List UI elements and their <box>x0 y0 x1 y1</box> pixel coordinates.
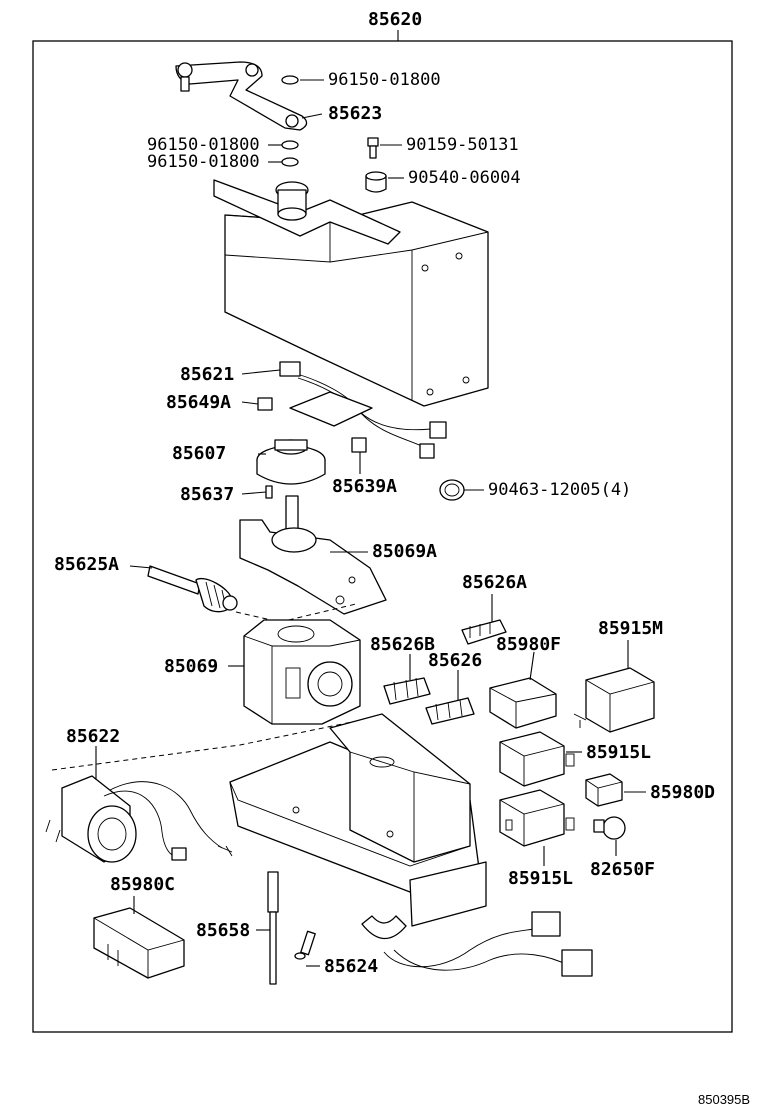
callout-label: 96150-01800 <box>147 135 260 155</box>
callout-label: 85069A <box>372 541 437 562</box>
relay-part <box>489 677 557 729</box>
callout-label: 85980D <box>650 782 715 803</box>
reference-code: 850395B <box>698 1092 750 1107</box>
connector-block-part <box>383 677 431 705</box>
callout-label: 85637 <box>180 484 234 505</box>
actuator-housing-part <box>213 179 489 407</box>
washer-part <box>281 140 299 150</box>
callout-label: 85625A <box>54 554 119 575</box>
relay-part <box>573 667 655 733</box>
washer-part <box>281 157 299 167</box>
callout-label: 85980F <box>496 634 561 655</box>
callout-label: 90159-50131 <box>406 135 519 155</box>
assembly-frame <box>32 40 733 1033</box>
callout-label: 85626B <box>370 634 435 655</box>
gear-housing-part <box>243 619 361 725</box>
callout-label: 85649A <box>166 392 231 413</box>
link-arm-part <box>175 61 308 131</box>
callout-label: 85621 <box>180 364 234 385</box>
callout-label: 96150-01800 <box>328 70 441 90</box>
wire-harness-part <box>279 361 447 459</box>
base-bracket-part <box>229 713 487 927</box>
worm-shaft-part <box>147 565 238 613</box>
callout-label: 90540-06004 <box>408 168 521 188</box>
relay-part <box>499 731 575 787</box>
callout-label: 85658 <box>196 920 250 941</box>
rod-part <box>267 871 279 985</box>
connector-part <box>351 437 367 453</box>
callout-label: 85915L <box>508 868 573 889</box>
control-module-part <box>93 907 185 979</box>
connector-block-part <box>425 697 475 725</box>
callout-label: 85639A <box>332 476 397 497</box>
callout-label: 85915M <box>598 618 663 639</box>
connector-part <box>257 397 273 411</box>
callout-label: 90463-12005(4) <box>488 480 631 500</box>
bolt-part <box>367 137 379 159</box>
bushing-part <box>365 171 387 193</box>
callout-label: 96150-01800 <box>147 152 260 172</box>
housing-cover-part <box>239 495 387 615</box>
harness-part <box>361 911 593 977</box>
gear-part <box>256 439 326 485</box>
callout-label: 82650F <box>590 859 655 880</box>
callout-label: 85623 <box>328 103 382 124</box>
pin-part <box>294 930 316 960</box>
leader-lines <box>95 79 646 967</box>
relay-part <box>499 789 575 847</box>
callout-label: 85624 <box>324 956 378 977</box>
hose-clamp-part <box>439 479 465 501</box>
assembly-guide-line <box>51 721 353 771</box>
washer-part <box>281 75 299 85</box>
callout-label: 85607 <box>172 443 226 464</box>
callout-label: 85626 <box>428 650 482 671</box>
callout-label: 85626A <box>462 572 527 593</box>
connector-block-part <box>461 619 507 645</box>
motor-part <box>45 775 233 863</box>
clip-part <box>265 485 273 499</box>
callout-label: 85622 <box>66 726 120 747</box>
assembly-number: 85620 <box>368 9 422 30</box>
relay-part <box>585 773 623 807</box>
flasher-part <box>593 816 626 840</box>
callout-label: 85980C <box>110 874 175 895</box>
callout-label: 85069 <box>164 656 218 677</box>
callout-label: 85915L <box>586 742 651 763</box>
